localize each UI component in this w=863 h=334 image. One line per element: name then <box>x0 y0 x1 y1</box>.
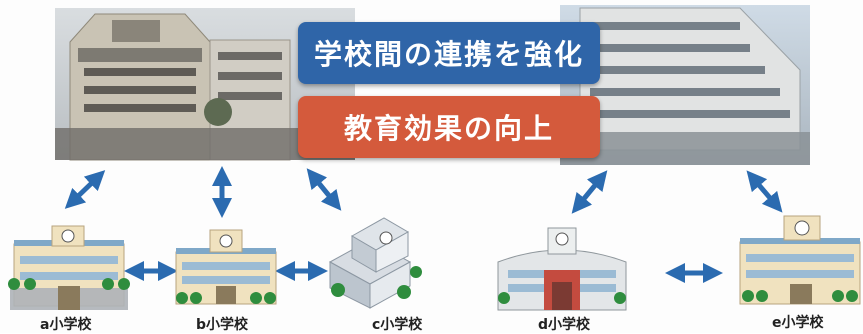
arrow-photo-to-c <box>306 168 342 211</box>
school-label-a: a小学校 <box>40 317 92 333</box>
arrow-photo-to-a <box>64 170 106 209</box>
school-e-illustration <box>739 215 861 305</box>
school-label-e: e小学校 <box>772 315 824 331</box>
right-school-photo <box>560 5 810 165</box>
arrow-photo-to-d <box>571 170 608 214</box>
arrow-photo-to-e <box>746 170 783 213</box>
school-c-illustration <box>328 217 422 309</box>
goal-banner-bottom: 教育効果の向上 <box>298 96 600 158</box>
connection-arrows <box>64 166 783 283</box>
school-label-c: c小学校 <box>372 317 423 333</box>
school-label-d: d小学校 <box>538 317 591 333</box>
goal-banner-top: 学校間の連携を強化 <box>298 22 600 84</box>
school-a-illustration <box>8 225 130 310</box>
school-label-b: b小学校 <box>196 317 249 333</box>
school-b-illustration <box>175 229 277 305</box>
school-d-illustration <box>497 227 627 311</box>
